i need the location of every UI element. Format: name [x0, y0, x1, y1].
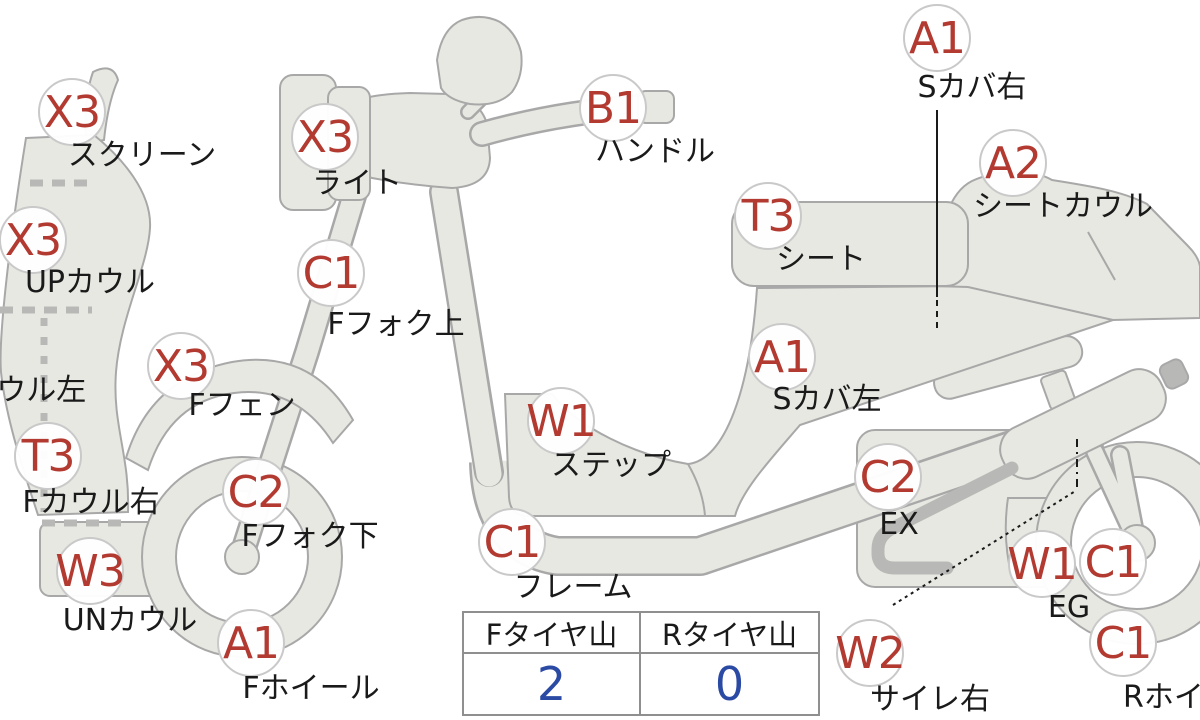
frame-downtube — [431, 179, 502, 487]
marker-code: X3 — [4, 214, 62, 266]
marker-code: X3 — [296, 111, 354, 163]
part-label-s-cover-left: Sカバ左 — [772, 382, 882, 417]
tail-seam — [1087, 231, 1116, 281]
part-label-light: ライト — [312, 166, 402, 201]
marker-r-wheel: C1 — [1089, 609, 1157, 677]
part-label-r-wheel: Rホイール — [1123, 680, 1200, 715]
part-label-f-fender: Fフェン — [188, 388, 296, 423]
front-tire-header: Fタイヤ山 — [464, 613, 641, 654]
marker-code: C2 — [859, 451, 918, 503]
marker-exhaust: C2 — [854, 443, 922, 511]
part-label-handlebar: ハンドル — [595, 134, 715, 169]
marker-code: X3 — [152, 340, 210, 392]
part-label-frame: フレーム — [513, 570, 633, 605]
silencer-pointer-line — [892, 489, 1078, 606]
marker-code: A2 — [984, 137, 1042, 189]
marker-engine: W1 — [1007, 530, 1078, 598]
part-label-seat: シート — [776, 242, 866, 277]
marker-code: T3 — [741, 190, 796, 242]
marker-code: C1 — [1094, 617, 1153, 669]
part-label-screen: スクリーン — [67, 138, 217, 173]
part-label-engine: EG — [1047, 590, 1091, 625]
marker-code: C1 — [483, 516, 542, 568]
marker-code: W1 — [526, 395, 596, 447]
marker-code: A1 — [753, 331, 811, 383]
part-label-f-cowl-left: Fカウル左 — [0, 373, 87, 408]
front-wheel-hub — [224, 539, 260, 575]
part-label-seat-cowl: シートカウル — [973, 189, 1153, 224]
part-label-under-cowl: UNカウル — [62, 603, 198, 638]
part-label-f-wheel: Fホイール — [242, 671, 380, 706]
tire-tread-table: Fタイヤ山 Rタイヤ山 2 0 — [462, 611, 820, 716]
marker-code: C2 — [227, 466, 286, 518]
rear-tire-value: 0 — [714, 657, 745, 711]
part-label-s-cover-right: Sカバ右 — [917, 70, 1027, 105]
part-label-silencer-right: サイレ右 — [870, 682, 990, 717]
floor-seam — [687, 463, 706, 517]
marker-frame: C1 — [478, 508, 546, 576]
marker-screen: X3 — [38, 78, 106, 146]
marker-code: C1 — [1084, 536, 1143, 588]
part-label-exhaust: EX — [879, 507, 919, 542]
marker-c1-extra: C1 — [1079, 528, 1147, 596]
part-label-up-cowl: UPカウル — [24, 265, 156, 300]
marker-handlebar: B1 — [579, 74, 647, 142]
marker-code: W3 — [55, 545, 125, 597]
marker-code: W2 — [835, 627, 905, 679]
marker-code: T3 — [21, 430, 76, 482]
part-label-f-cowl-right: Fカウル右 — [22, 485, 160, 520]
marker-seat: T3 — [734, 182, 802, 250]
muffler-part — [999, 368, 1167, 480]
marker-s-cover-left: A1 — [748, 323, 816, 391]
marker-code: W1 — [1007, 538, 1077, 590]
marker-up-cowl: X3 — [0, 206, 67, 274]
marker-f-wheel: A1 — [217, 609, 285, 677]
marker-f-fender: X3 — [147, 332, 215, 400]
part-label-step: ステップ — [551, 448, 671, 483]
marker-code: B1 — [584, 82, 642, 134]
marker-under-cowl: W3 — [55, 537, 126, 605]
part-label-f-fork-upper: Fフォク上 — [327, 307, 465, 342]
part-label-f-fork-lower: Fフォク下 — [241, 519, 379, 554]
marker-f-fork-upper: C1 — [297, 239, 365, 307]
marker-s-cover-right: A1 — [903, 4, 971, 72]
marker-code: A1 — [908, 12, 966, 64]
muffler-tip — [1158, 358, 1190, 390]
marker-code: X3 — [43, 86, 101, 138]
marker-f-fork-lower: C2 — [222, 458, 290, 526]
marker-f-cowl-right: T3 — [14, 422, 82, 490]
marker-code: C1 — [302, 247, 361, 299]
marker-light: X3 — [291, 103, 359, 171]
front-tire-value: 2 — [464, 654, 641, 714]
rear-tire-header: Rタイヤ山 — [641, 613, 818, 654]
cowl-divider-dashes — [0, 179, 93, 314]
exhaust-pipe — [871, 461, 1019, 575]
marker-seat-cowl: A2 — [979, 129, 1047, 197]
marker-code: A1 — [222, 617, 280, 669]
marker-silencer-right: W2 — [835, 619, 906, 687]
seat-cowl-part — [933, 170, 1200, 322]
marker-step: W1 — [526, 387, 597, 455]
mirror-part — [435, 16, 523, 106]
